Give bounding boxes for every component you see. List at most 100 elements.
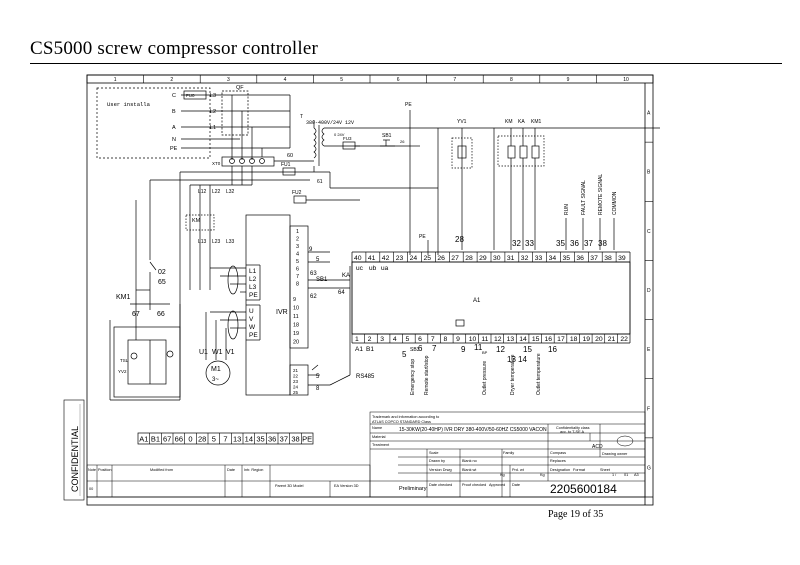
signal-common: COMMON — [612, 191, 618, 215]
title-rule — [30, 63, 782, 64]
tb-designation: Designation — [550, 468, 570, 472]
ivr-terminal-5: 5 — [296, 259, 299, 265]
ivr-terminal-1: 1 — [296, 229, 299, 235]
wire-02: 02 — [158, 269, 166, 276]
motor-m1-label: M1 — [211, 366, 221, 373]
ctrl-bottom-terminal-7: 7 — [431, 336, 435, 343]
km1-label: KM1 — [116, 294, 131, 301]
ctrl-bottom-terminal-12: 12 — [494, 336, 502, 343]
ivr-power-l1: L1 — [249, 268, 257, 275]
ctrl-bottom-terminal-6: 6 — [418, 336, 422, 343]
tb-approved: Approved — [489, 483, 505, 487]
label-l23: L23 — [212, 239, 221, 245]
ctrl-bottom-terminal-1: 1 — [355, 336, 359, 343]
column-label-8: 8 — [510, 77, 513, 83]
column-label-6: 6 — [397, 77, 400, 83]
ivr-wire-5b: 5 — [316, 374, 320, 380]
callout-37: 37 — [584, 239, 593, 248]
tb-compass: Compass — [550, 451, 566, 455]
fu-label-4: FU3 — [343, 136, 352, 141]
tb-name-value: 15-30KW(20-40HP) IVR DRY 380-400V/50-60H… — [399, 427, 547, 433]
label-l32: L32 — [226, 189, 235, 195]
ctrl-top-terminal-37: 37 — [590, 255, 598, 262]
ivr-terminal-8: 8 — [296, 282, 299, 288]
xt0-label: XT0 — [212, 161, 221, 166]
fu-label-1: FU1 — [281, 162, 291, 168]
ctrl-uc: uc — [356, 265, 364, 272]
ctrl-bottom-terminal-16: 16 — [545, 336, 553, 343]
ivr-io-18: 18 — [293, 323, 299, 329]
ivr-io-19: 19 — [293, 331, 299, 337]
ctrl-top-terminal-31: 31 — [507, 255, 515, 262]
tb-date-col: Date — [227, 468, 235, 472]
tsl-label: TSL — [120, 358, 129, 363]
tb-prod-col: Position — [98, 468, 112, 472]
page-number: Page 19 of 35 — [548, 509, 604, 520]
ctrl-bottom-terminal-8: 8 — [443, 336, 447, 343]
user-install-box — [96, 87, 211, 159]
signal-run: RUN — [564, 204, 570, 215]
ctrl-bp: BP — [482, 350, 488, 355]
callout-7: 7 — [432, 344, 437, 353]
tb-intro-col: Intr. Region — [244, 468, 263, 472]
ctrl-top-terminal-32: 32 — [521, 255, 529, 262]
switch-qf-label: QF — [236, 85, 244, 91]
label-outlet-pressure: Outlet pressure — [482, 361, 488, 395]
label-u1: U1 — [199, 349, 208, 356]
ivr-ka: KA — [342, 273, 350, 279]
column-label-3: 3 — [227, 77, 230, 83]
ctrl-ub: ub — [369, 265, 377, 272]
transformer-rating: 380-400V/24V 12V — [306, 120, 354, 126]
tb-family: Family — [503, 451, 514, 455]
coil-yv1 — [457, 145, 467, 159]
tb-replaces: Replaces — [550, 459, 566, 463]
ctrl-bottom-terminal-19: 19 — [582, 336, 590, 343]
wire-list-item: A1 — [139, 435, 148, 444]
controller-a1 — [351, 261, 631, 335]
title-block — [369, 411, 646, 498]
tb-note-col: Note — [88, 468, 96, 472]
motor-m1 — [205, 360, 231, 386]
ivr-bottom-25: 25 — [293, 390, 299, 395]
wire-60: 60 — [287, 153, 293, 159]
label-outlet-temperature: Outlet temperature — [536, 353, 542, 395]
ivr-wire-8: 8 — [316, 386, 320, 392]
contactor-km — [185, 214, 215, 231]
column-label-7: 7 — [453, 77, 456, 83]
column-label-9: 9 — [567, 77, 570, 83]
ctrl-ua: ua — [381, 265, 389, 272]
label-emergency-stop: Emergency stop — [410, 359, 416, 395]
ivr-wire-63: 63 — [310, 271, 317, 277]
fu-label-2: FU2 — [292, 190, 302, 196]
column-label-4: 4 — [284, 77, 287, 83]
ivr-motor-pe: PE — [249, 332, 258, 339]
tb-scale: Scale — [429, 451, 439, 455]
tb-conf-value: acc. to T-SE A — [560, 430, 584, 434]
callout-13: 13 — [507, 355, 516, 364]
row-label-D: D — [647, 288, 651, 294]
ctrl-bottom-terminal-21: 21 — [608, 336, 616, 343]
callout-9: 9 — [461, 345, 466, 354]
wire-list-item: 37 — [280, 435, 288, 444]
phase-c: C — [172, 93, 176, 99]
tb-material-label: Material — [372, 435, 386, 439]
wire-list-item: 36 — [268, 435, 276, 444]
ctrl-top-terminal-36: 36 — [576, 255, 584, 262]
ivr-bottom-23: 23 — [293, 379, 299, 384]
column-label-5: 5 — [340, 77, 343, 83]
ctrl-top-terminal-38: 38 — [604, 255, 612, 262]
ivr-motor-v: V — [249, 316, 254, 323]
ctrl-bottom-terminal-20: 20 — [595, 336, 603, 343]
wire-list-strip — [137, 432, 314, 445]
callout-32: 32 — [512, 239, 521, 248]
label-l12: L12 — [198, 189, 207, 195]
tb-proof-checked: Proof checked — [462, 483, 486, 487]
ctrl-bottom-terminal-15: 15 — [532, 336, 540, 343]
phase-b: B — [172, 109, 176, 115]
wire-67: 67 — [132, 311, 140, 318]
fuse-fu2 — [293, 195, 307, 204]
ctrl-bottom-terminal-11: 11 — [481, 336, 488, 343]
ctrl-a1-sub: A1 — [355, 346, 363, 353]
ivr-power-l3: L3 — [249, 284, 257, 291]
